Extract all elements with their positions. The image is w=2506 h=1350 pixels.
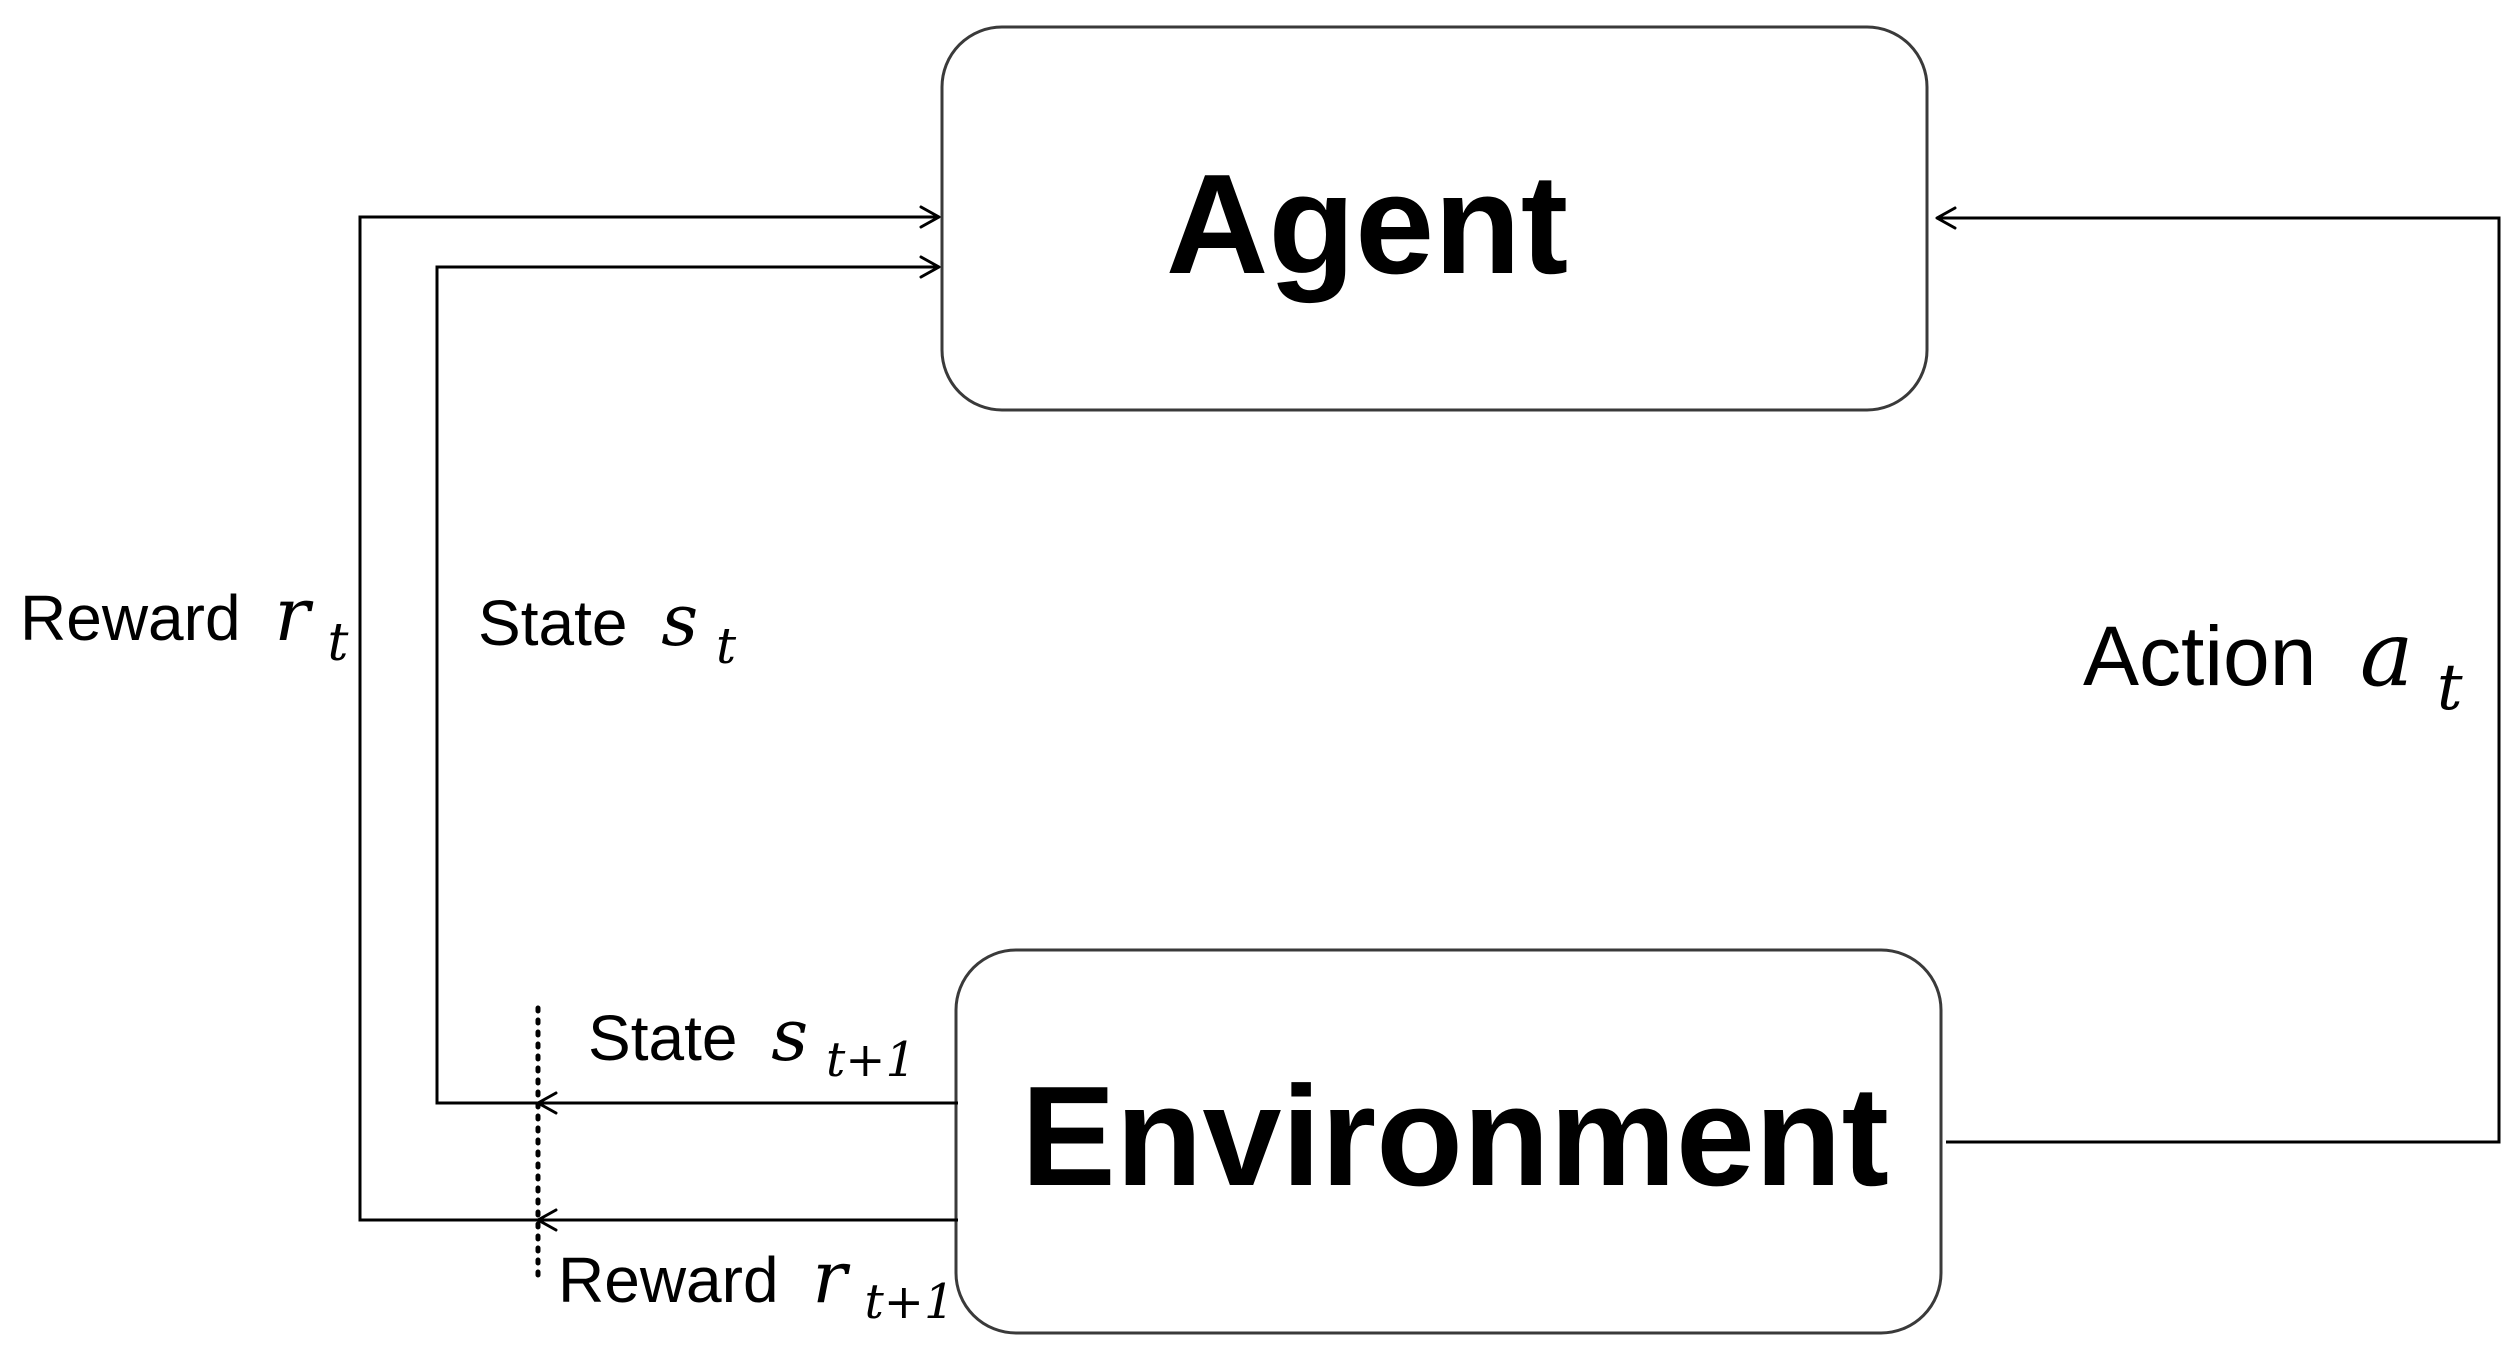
- state-next-subscript: t+1: [826, 1032, 916, 1088]
- state-t-label: State s t: [478, 578, 737, 675]
- state-next-text: State: [588, 1002, 737, 1074]
- agent-label: Agent: [1166, 145, 1568, 304]
- reward-next-text: Reward: [558, 1244, 779, 1316]
- state-t-symbol: s: [661, 578, 698, 662]
- state-next-label: State s t+1: [588, 993, 916, 1088]
- reward-t-symbol: r: [274, 572, 314, 658]
- action-edge: [1935, 206, 2501, 1144]
- action-arrow-line: [1937, 216, 2501, 1144]
- environment-box: [954, 948, 1943, 1335]
- state-t-text: State: [478, 587, 627, 659]
- environment-label: Environment: [1021, 1057, 1889, 1216]
- state-t-edge: [435, 255, 958, 1105]
- reward-t-arrow-line: [358, 215, 958, 1222]
- state-t-arrow-line: [435, 265, 958, 1105]
- reward-t-label: Reward r t: [20, 572, 348, 673]
- state-t-subscript: t: [716, 617, 737, 675]
- reward-t-subscript: t: [327, 613, 348, 673]
- action-arrowhead: [1935, 206, 1957, 230]
- action-t-symbol: a: [2360, 602, 2414, 707]
- agent-box: [940, 25, 1929, 412]
- action-t-label: Action a t: [2083, 602, 2463, 725]
- action-t-text: Action: [2083, 609, 2316, 703]
- agent-node: Agent: [940, 25, 1929, 412]
- reward-next-subscript: t+1: [865, 1274, 955, 1330]
- reward-t-arrowhead: [919, 205, 941, 229]
- reward-next-label: Reward r t+1: [558, 1235, 955, 1330]
- state-t-arrowhead: [919, 255, 941, 279]
- state-next-symbol: s: [771, 993, 808, 1077]
- reward-next-arrowhead: [536, 1208, 558, 1232]
- reward-t-edge: [358, 205, 958, 1222]
- environment-node: Environment: [954, 948, 1943, 1335]
- reward-next-symbol: r: [812, 1235, 850, 1319]
- reward-t-text: Reward: [20, 582, 241, 654]
- action-t-subscript: t: [2437, 651, 2463, 725]
